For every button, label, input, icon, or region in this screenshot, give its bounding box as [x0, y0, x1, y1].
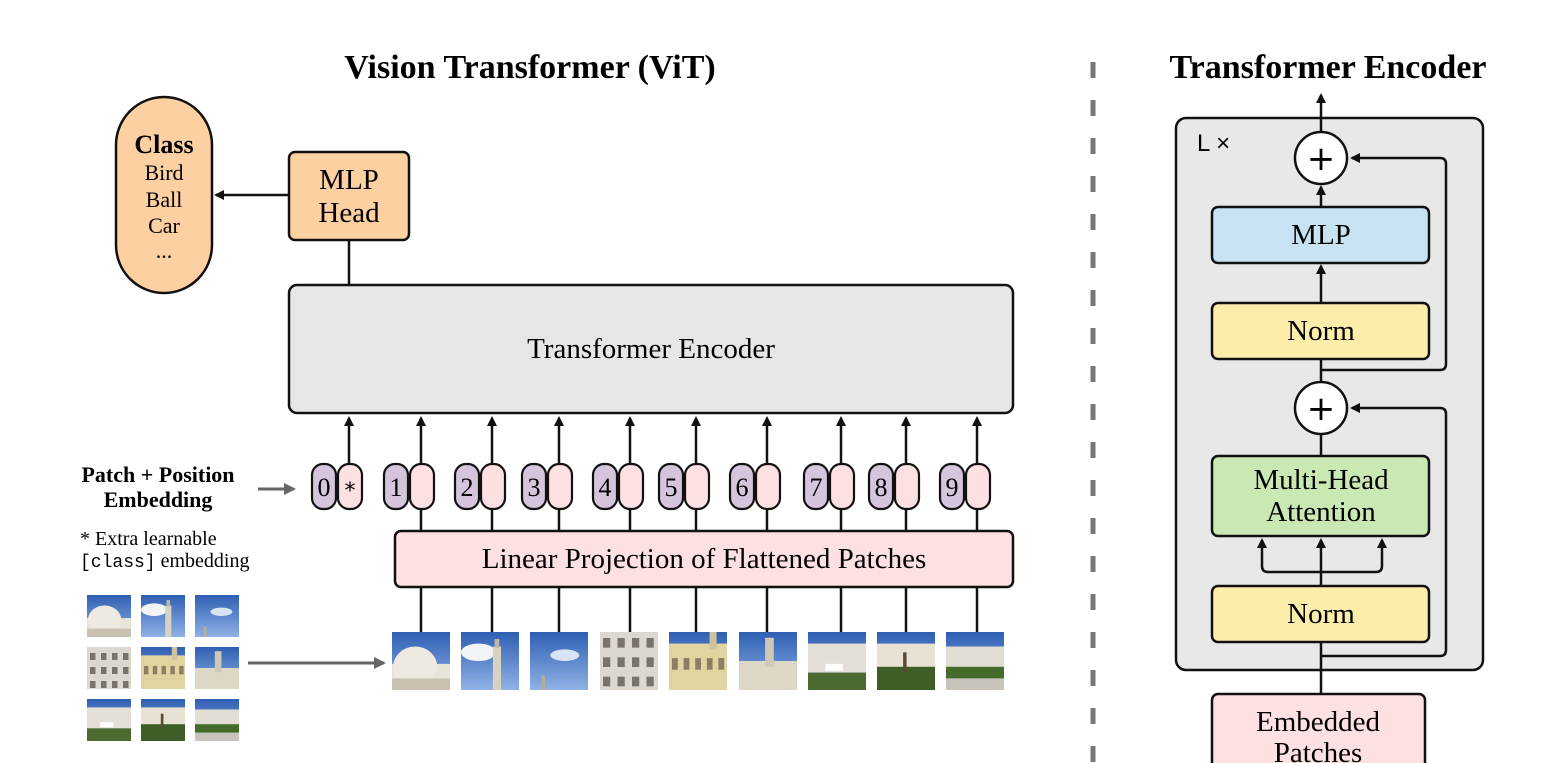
sequence-patch-image	[739, 632, 797, 690]
patch-embedding-pill	[828, 462, 856, 511]
position-embedding-pill	[453, 462, 481, 511]
sequence-patch-image	[946, 632, 1004, 690]
linear-projection-label: Linear Projection of Flattened Patches	[482, 543, 927, 575]
class-code-text: [class]	[80, 553, 156, 573]
grid-patch-image	[195, 647, 239, 689]
grid-patch-image	[87, 595, 131, 637]
position-embedding-pill	[867, 462, 895, 511]
token-7: 7	[802, 416, 856, 531]
plus-top-symbol: +	[1307, 139, 1336, 179]
token-8: 8	[867, 416, 921, 531]
token-5: 5	[657, 416, 711, 531]
patch-embedding-pill	[479, 462, 507, 511]
position-index-label: 9	[946, 473, 959, 502]
embedding-word: embedding	[156, 550, 250, 572]
patch-embedding-pill	[964, 462, 992, 511]
patch-embedding-pill	[754, 462, 782, 511]
token-1: 1	[382, 416, 436, 531]
image-patch-grid	[87, 595, 239, 741]
sequence-patch-image	[461, 632, 519, 690]
class-output-box	[114, 95, 214, 295]
class-item-car: Car	[148, 213, 180, 238]
grid-patch-image	[141, 699, 185, 741]
class-item-more: ...	[156, 238, 173, 263]
patch-embedding-pill	[683, 462, 711, 511]
grid-patch-image	[195, 699, 239, 741]
sequence-patch-image	[392, 632, 450, 690]
position-index-label: 5	[665, 473, 678, 502]
position-index-label: 3	[528, 473, 541, 502]
position-index-label: 4	[599, 473, 612, 502]
residual-connection-top	[1321, 153, 1448, 372]
position-embedding-pill	[382, 462, 410, 511]
repeat-label: L ×	[1197, 130, 1230, 157]
position-embedding-pill	[591, 462, 619, 511]
class-heading: Class	[134, 130, 193, 159]
token-6: 6	[728, 416, 782, 531]
sequence-patch-image	[669, 632, 727, 690]
token-9: 9	[938, 416, 992, 531]
position-index-label: 6	[736, 473, 749, 502]
encoder-detail-title: Transformer Encoder	[1170, 49, 1487, 86]
class-token-star: *	[345, 479, 356, 504]
position-embedding-pill	[310, 462, 338, 511]
attention-input-arrow-k	[1321, 538, 1387, 574]
mlp-head-label-1: MLP	[319, 164, 379, 196]
sequence-patch-image	[530, 632, 588, 690]
token-4: 4	[591, 416, 645, 531]
sequence-patch-image	[877, 632, 935, 690]
position-embedding-pill	[938, 462, 966, 511]
grid-patch-image	[87, 699, 131, 741]
mlp-head-label-2: Head	[318, 197, 380, 229]
patch-embedding-pill	[893, 462, 921, 511]
patch-embedding-pill	[408, 462, 436, 511]
attention-label-1: Multi-Head	[1253, 464, 1389, 496]
patch-embedding-pill	[617, 462, 645, 511]
grid-patch-image	[87, 647, 131, 689]
patch-input-lines	[419, 587, 979, 632]
transformer-encoder-label: Transformer Encoder	[527, 333, 775, 365]
mlp-block-label: MLP	[1291, 219, 1351, 251]
position-embedding-pill	[728, 462, 756, 511]
position-index-label: 2	[461, 473, 474, 502]
transformer-encoder-box	[287, 283, 1015, 415]
grid-patch-image	[195, 595, 239, 637]
patch-embedding-pill	[546, 462, 574, 511]
attention-label-2: Attention	[1266, 496, 1376, 528]
position-index-label: 1	[390, 473, 403, 502]
linear-projection-box	[393, 529, 1015, 589]
class-item-bird: Bird	[144, 160, 183, 185]
plus-bottom-symbol: +	[1307, 389, 1336, 429]
position-embedding-pill	[520, 462, 548, 511]
position-index-label: 0	[318, 473, 331, 502]
embedding-label-1: Patch + Position	[81, 462, 234, 487]
position-index-label: 7	[810, 473, 823, 502]
token-2: 2	[453, 416, 507, 531]
residual-connection-bottom	[1321, 403, 1448, 658]
position-embedding-pill	[657, 462, 685, 511]
embedded-label-2: Patches	[1274, 737, 1363, 763]
token-3: 3	[520, 416, 574, 531]
sequence-patch-image	[600, 632, 658, 690]
patch-sequence	[392, 632, 1004, 690]
embedding-label-2: Embedding	[104, 487, 213, 512]
extra-note-line-2: [class] embedding	[80, 550, 250, 573]
sequence-patch-image	[808, 632, 866, 690]
residual-add-top	[1293, 130, 1349, 186]
token-0: 0*	[310, 416, 364, 511]
vit-title: Vision Transformer (ViT)	[344, 49, 715, 86]
position-index-label: 8	[875, 473, 888, 502]
attention-input-arrow-q	[1257, 538, 1321, 574]
norm-top-label: Norm	[1287, 315, 1355, 347]
grid-patch-image	[141, 595, 185, 637]
extra-note-line-1: * Extra learnable	[80, 528, 217, 550]
norm-bottom-label: Norm	[1287, 598, 1355, 630]
embedded-patches-box	[1210, 692, 1427, 763]
position-embedding-pill	[802, 462, 830, 511]
embedded-label-1: Embedded	[1256, 706, 1381, 738]
grid-patch-image	[141, 647, 185, 689]
class-item-ball: Ball	[146, 187, 183, 212]
